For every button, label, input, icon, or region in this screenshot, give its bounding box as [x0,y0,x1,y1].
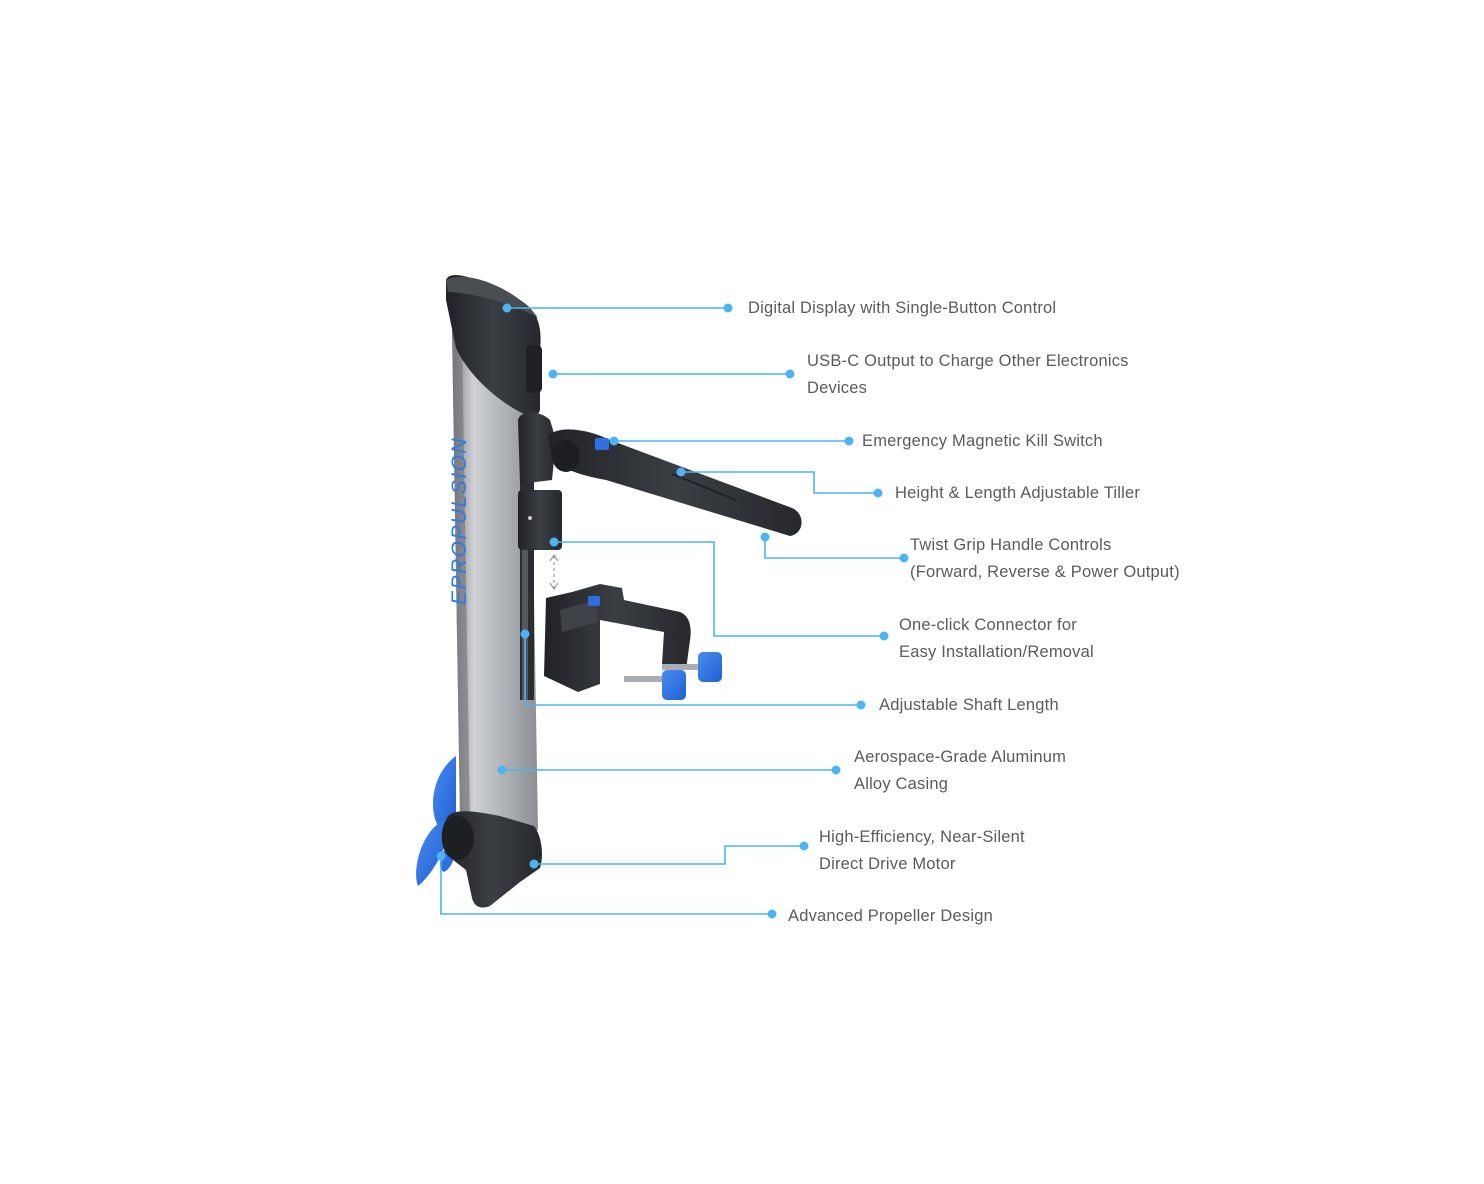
brand-logo: EPROPULSION [448,437,471,605]
callout-dot [760,532,770,542]
leader-adjustable-tiller [681,471,878,494]
callout-dot [831,765,841,775]
leader-one-click-connector [554,541,884,637]
tiller-mount [518,412,556,484]
label-adjustable-tiller: Height & Length Adjustable Tiller [895,480,1140,507]
label-line: Twist Grip Handle Controls [910,536,1112,554]
label-line: Emergency Magnetic Kill Switch [862,432,1103,450]
callout-dot [799,841,809,851]
display-housing [446,274,541,416]
label-line: Aerospace-Grade Aluminum [854,748,1067,766]
label-line: Devices [807,379,868,397]
one-click-connector [518,490,562,550]
callout-dot [436,851,446,861]
callout-dot [879,631,889,641]
callout-dot [529,859,539,869]
label-line: Advanced Propeller Design [788,907,993,925]
callout-dot [609,436,619,446]
label-one-click-connector: One-click Connector for Easy Installatio… [899,612,1094,666]
leader-shaft-length [524,634,861,706]
clamp-bracket [544,584,722,700]
callout-dots [436,303,909,919]
label-line: Easy Installation/Removal [899,643,1094,661]
kill-switch [595,438,609,450]
label-shaft-length: Adjustable Shaft Length [879,692,1059,719]
label-propeller: Advanced Propeller Design [788,903,993,930]
label-drive-motor: High-Efficiency, Near-Silent Direct Driv… [819,824,1025,878]
leader-propeller [440,856,772,915]
callout-dot [844,436,854,446]
label-line: USB-C Output to Charge Other Electronics [807,352,1129,370]
clamp-knob [662,670,686,700]
label-twist-grip: Twist Grip Handle Controls (Forward, Rev… [910,532,1180,586]
callout-dot [502,303,512,313]
label-line: (Forward, Reverse & Power Output) [910,563,1180,581]
label-line: Direct Drive Motor [819,855,956,873]
label-line: Alloy Casing [854,775,949,793]
label-aluminum-casing: Aerospace-Grade Aluminum Alloy Casing [854,744,1066,798]
propeller [416,756,456,886]
tiller [548,429,802,536]
callout-dot [497,765,507,775]
aluminum-casing [452,330,538,830]
callout-dot [873,488,883,498]
callout-dot [899,553,909,563]
label-usb-c-output: USB-C Output to Charge Other Electronics… [807,348,1129,402]
label-digital-display: Digital Display with Single-Button Contr… [748,295,1056,322]
callout-dot [548,369,558,379]
callout-dot [676,467,686,477]
label-line: Adjustable Shaft Length [879,696,1059,714]
leader-twist-grip [764,537,904,559]
callout-dot [723,303,733,313]
callout-dot [520,629,530,639]
callout-dot [785,369,795,379]
label-line: One-click Connector for [899,616,1077,634]
clamp-knob [698,652,722,682]
callout-leaders [440,307,904,915]
label-kill-switch: Emergency Magnetic Kill Switch [862,428,1103,455]
label-line: Height & Length Adjustable Tiller [895,484,1141,502]
callout-dot [767,909,777,919]
label-line: Digital Display with Single-Button Contr… [748,299,1057,317]
callout-dot [856,700,866,710]
label-line: High-Efficiency, Near-Silent [819,828,1025,846]
leader-drive-motor [534,845,804,865]
callout-dot [549,537,559,547]
